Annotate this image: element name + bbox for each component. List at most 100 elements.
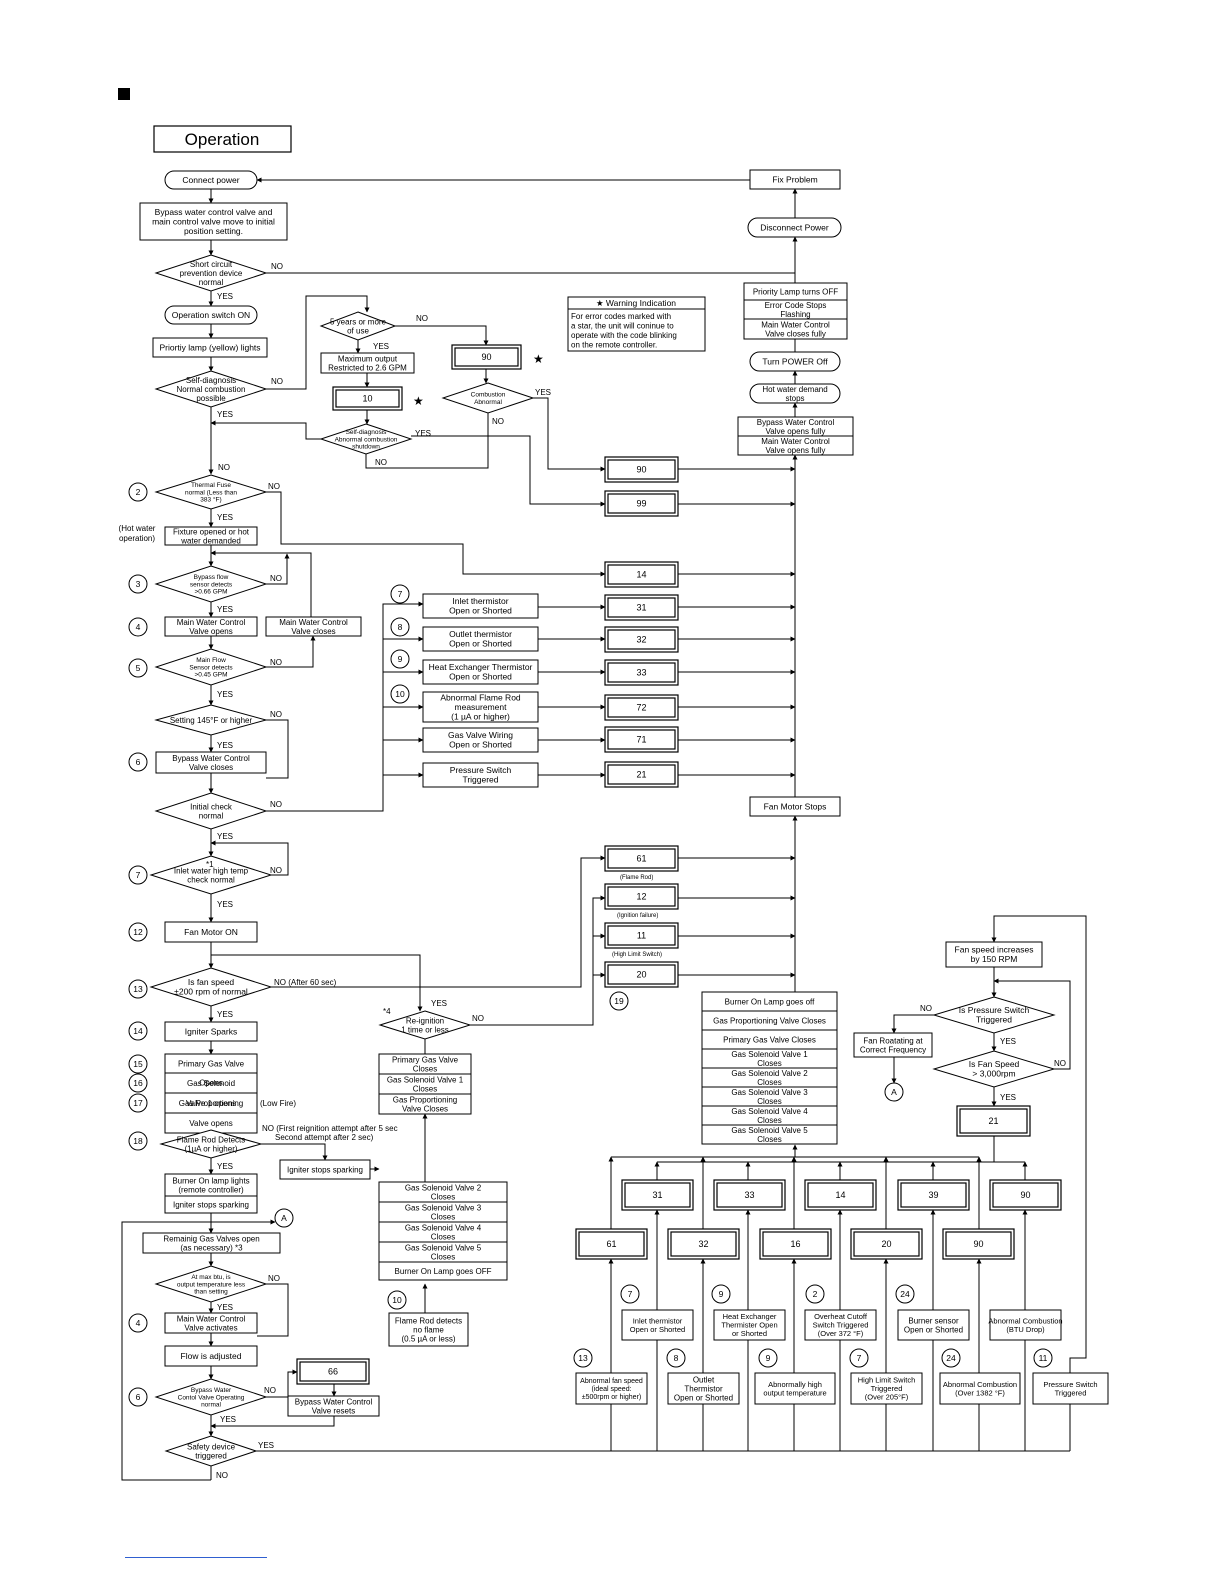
error-code-label: 10 <box>362 394 372 404</box>
step-number: 16 <box>133 1078 143 1088</box>
process-label: (Over 205°F) <box>865 1393 909 1402</box>
flow-label: YES <box>258 1441 274 1450</box>
step-number-circle <box>711 1284 731 1304</box>
process-label: Overheat Cutoff <box>814 1312 868 1321</box>
step-number: 9 <box>766 1353 771 1363</box>
flow-label: (Hot water <box>119 524 156 533</box>
decision-diamond <box>154 648 268 686</box>
decision-label: > 3,000rpm <box>972 1069 1015 1079</box>
step-number-circle <box>128 1054 148 1074</box>
flow-label: NO <box>271 262 283 271</box>
error-code-label: 99 <box>636 499 646 509</box>
error-code-label: 32 <box>636 635 646 645</box>
stack-row-label: Gas Solenoid Valve 4 <box>405 1223 482 1232</box>
process-label: Flame Rod detects <box>395 1316 462 1325</box>
flow-label: NO <box>270 710 282 719</box>
decision-diamond <box>154 370 268 408</box>
flow-label: NO <box>920 1004 932 1013</box>
process-label: Valve closes <box>291 627 335 636</box>
step-number-circle <box>128 865 148 885</box>
terminal-label: Operation switch ON <box>172 310 250 320</box>
step-number: 7 <box>136 870 141 880</box>
decision-label: output temperature less <box>177 1281 246 1288</box>
error-code-box <box>604 761 679 788</box>
decision-diamond <box>319 311 397 341</box>
flow-label: YES <box>373 342 389 351</box>
error-code-box <box>604 490 679 517</box>
process-label: Open or Shorted <box>449 740 512 750</box>
connector-line <box>266 635 316 668</box>
flow-label: operation) <box>119 534 155 543</box>
flow-label: YES <box>217 513 233 522</box>
error-code-inner <box>607 597 676 618</box>
step-number-circle <box>128 1093 148 1113</box>
step-number: 5 <box>136 663 141 673</box>
error-code-box <box>759 1228 832 1260</box>
stack-row-label: Valve opens <box>189 1119 232 1128</box>
process-label: Flow is adjusted <box>181 1351 242 1361</box>
stack-row-label: Gas Solenoid Valve 4 <box>731 1107 808 1116</box>
process-label: Priortiy lamp (yellow) lights <box>159 343 260 353</box>
stack-row-label: Bypass Water Control <box>757 418 835 427</box>
decision-diamond <box>441 382 535 414</box>
decision-label: Short circuit <box>190 260 233 269</box>
step-number-circle <box>390 584 410 604</box>
decision-label: At max btu, is <box>191 1274 231 1281</box>
error-code-box <box>667 1228 740 1260</box>
process-label: Remainig Gas Valves open <box>163 1234 259 1243</box>
stack-row-label: Primary Gas Valve <box>392 1055 459 1064</box>
decision-label: ±200 rpm of normal <box>174 987 248 997</box>
stack-row-label: Closes <box>431 1192 455 1201</box>
step-number: 10 <box>395 689 405 699</box>
decision-label: Is Pressure Switch <box>959 1005 1030 1015</box>
step-number: 2 <box>136 487 141 497</box>
step-number-circle <box>849 1348 869 1368</box>
step-number: 18 <box>133 1136 143 1146</box>
error-code-label: 90 <box>636 465 646 475</box>
step-number: 24 <box>946 1353 956 1363</box>
process-box <box>139 202 288 241</box>
error-code-inner <box>900 1182 967 1208</box>
flow-label: NO <box>270 658 282 667</box>
process-box <box>939 1372 1021 1405</box>
process-label: (ideal speed: <box>591 1386 631 1393</box>
step-number-circle <box>895 1284 915 1304</box>
process-label: Triggered <box>1055 1388 1087 1397</box>
process-box <box>667 1372 740 1405</box>
error-code-box <box>989 1179 1062 1211</box>
flow-label: *4 <box>383 1007 391 1016</box>
decision-label: Setting 145°F or higher <box>170 716 253 725</box>
flow-label: (Low Fire) <box>260 1099 296 1108</box>
stack-row-label: Gas Solenoid Valve 3 <box>405 1203 482 1212</box>
flow-label: NO (First reignition attempt after 5 sec <box>262 1124 398 1133</box>
error-code-label: 20 <box>881 1239 891 1249</box>
process-label: Valve activates <box>184 1323 237 1332</box>
decision-diamond <box>154 792 268 830</box>
step-number: 10 <box>392 1295 402 1305</box>
flow-label: YES <box>217 690 233 699</box>
error-code-box <box>451 344 522 370</box>
error-code-label: 31 <box>636 603 646 613</box>
error-code-inner <box>607 459 676 480</box>
process-label: Open or Shorted <box>449 672 512 682</box>
process-label: or Shorted <box>732 1329 767 1338</box>
error-code-inner <box>624 1182 691 1208</box>
step-number: 15 <box>133 1059 143 1069</box>
stack-row-label: Closes <box>413 1084 437 1093</box>
connector-line <box>121 1219 276 1481</box>
flow-label: NO <box>270 800 282 809</box>
error-code-box <box>604 626 679 653</box>
step-number-circle <box>390 617 410 637</box>
process-label: Igniter stops sparking <box>287 1165 363 1174</box>
process-label: Fan speed increases <box>955 945 1034 955</box>
process-box <box>142 1232 281 1254</box>
stack-row-label: Valve opens fully <box>766 446 826 455</box>
connector-line <box>395 325 489 346</box>
error-code-label: 72 <box>636 703 646 713</box>
process-box <box>749 796 841 817</box>
error-code-inner <box>299 1361 367 1382</box>
step-number-circle <box>390 684 410 704</box>
connector-line <box>993 978 1071 1070</box>
error-code-box <box>897 1179 970 1211</box>
process-box <box>713 1309 786 1341</box>
